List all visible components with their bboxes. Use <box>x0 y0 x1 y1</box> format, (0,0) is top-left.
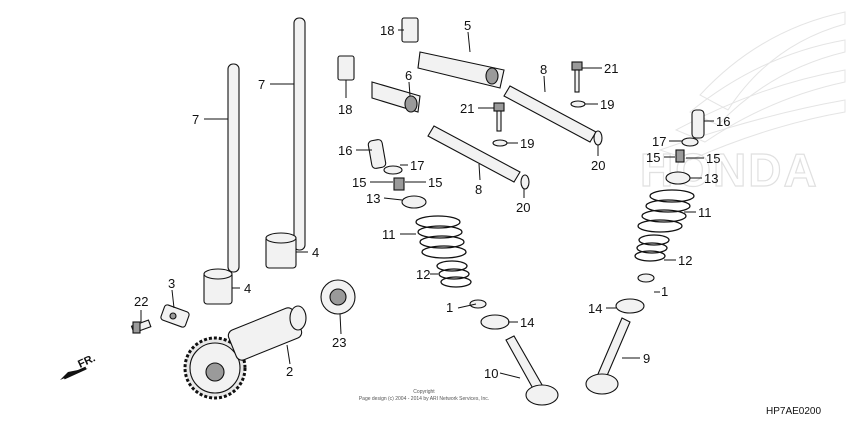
callout-11-left: 11 <box>382 227 396 242</box>
callout-19-lower: 19 <box>520 136 534 151</box>
o-ring-lower <box>520 174 530 190</box>
callout-5: 5 <box>464 18 471 33</box>
diagram-code: HP7AE0200 <box>766 406 821 417</box>
bearing <box>320 279 356 315</box>
callout-21-upper: 21 <box>604 61 618 76</box>
copyright-notice: Page design (c) 2004 - 2014 by ARI Netwo… <box>359 396 489 402</box>
callout-3: 3 <box>168 276 175 291</box>
callout-12-right: 12 <box>678 253 692 268</box>
shim-lower <box>337 55 355 81</box>
callout-15-left-b: 15 <box>428 175 442 190</box>
callout-9: 9 <box>643 351 650 366</box>
callout-16-left: 16 <box>338 143 352 158</box>
tappet-lower <box>203 268 233 305</box>
callout-4-lower: 4 <box>244 281 251 296</box>
pushrod-right <box>293 17 306 251</box>
rocker-arm-right <box>417 51 505 89</box>
direction-label: FR. <box>76 352 97 370</box>
callout-16-right: 16 <box>716 114 730 129</box>
honda-logo-text: HONDA <box>640 144 819 196</box>
callout-12-left: 12 <box>416 267 430 282</box>
callout-15-left-a: 15 <box>352 175 366 190</box>
callout-11-right: 11 <box>698 205 712 220</box>
callout-14-right: 14 <box>588 301 602 316</box>
o-ring-upper <box>593 130 603 146</box>
shim-upper <box>401 17 419 43</box>
callout-15-right-a: 15 <box>646 150 660 165</box>
callout-19-upper: 19 <box>600 97 614 112</box>
callout-7-left: 7 <box>192 112 199 127</box>
tappet-upper <box>265 232 297 269</box>
callout-6: 6 <box>405 68 412 83</box>
valve-assembly-right <box>585 109 705 395</box>
washer-lower <box>492 139 508 147</box>
bolt-upper <box>571 61 583 93</box>
callouts: 1 1 2 3 4 4 5 6 7 7 8 8 9 10 11 11 12 12 <box>134 18 730 381</box>
callout-22: 22 <box>134 294 148 309</box>
callout-21-lower: 21 <box>460 101 474 116</box>
rocker-arm-left <box>371 81 421 113</box>
callout-20-lower: 20 <box>516 200 530 215</box>
rocker-shaft-rear <box>503 85 597 143</box>
callout-13-left: 13 <box>366 191 380 206</box>
callout-7-right: 7 <box>258 77 265 92</box>
valve-assembly-left <box>367 139 559 406</box>
callout-1-left: 1 <box>446 300 453 315</box>
honda-wing-logo: HONDA <box>639 11 846 197</box>
bolt-lower <box>493 102 505 132</box>
callout-23: 23 <box>332 335 346 350</box>
washer-upper <box>570 100 586 108</box>
camshaft-gear <box>183 305 307 400</box>
callout-17-left: 17 <box>410 158 424 173</box>
callout-15-right-b: 15 <box>706 151 720 166</box>
callout-2: 2 <box>286 364 293 379</box>
callout-18-lower: 18 <box>338 102 352 117</box>
plate <box>160 304 190 328</box>
callout-13-right: 13 <box>704 171 718 186</box>
callout-8-front: 8 <box>475 182 482 197</box>
callout-10: 10 <box>484 366 498 381</box>
rocker-shaft-front <box>427 125 521 183</box>
callout-8-rear: 8 <box>540 62 547 77</box>
callout-4-upper: 4 <box>312 245 319 260</box>
pushrod-left <box>227 63 240 273</box>
copyright-title: Copyright <box>413 389 435 395</box>
callout-14-left: 14 <box>520 315 534 330</box>
callout-1-right: 1 <box>661 284 668 299</box>
callout-20-upper: 20 <box>591 158 605 173</box>
bolt <box>130 319 152 334</box>
callout-18-upper: 18 <box>380 23 394 38</box>
callout-17-right: 17 <box>652 134 666 149</box>
front-direction-arrow: FR. <box>60 352 97 380</box>
